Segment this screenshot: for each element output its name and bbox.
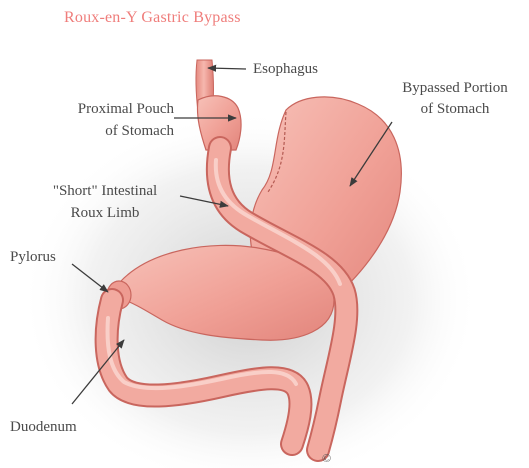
- copyright-mark: ©: [322, 451, 331, 466]
- arrow-esophagus: [208, 68, 246, 69]
- label-roux-limb-line1: "Short" Intestinal: [30, 182, 180, 200]
- label-bypassed-stomach: Bypassed Portion of Stomach: [385, 79, 525, 118]
- label-roux-limb: "Short" Intestinal Roux Limb: [30, 182, 180, 222]
- label-esophagus: Esophagus: [253, 60, 318, 78]
- label-bypassed-line1: Bypassed Portion: [385, 79, 525, 97]
- label-duodenum: Duodenum: [10, 418, 77, 436]
- label-proximal-pouch-line2: of Stomach: [44, 122, 174, 140]
- label-roux-limb-line2: Roux Limb: [30, 204, 180, 222]
- label-proximal-pouch-line1: Proximal Pouch: [44, 100, 174, 118]
- label-bypassed-line2: of Stomach: [385, 100, 525, 118]
- label-proximal-pouch: Proximal Pouch of Stomach: [44, 100, 174, 140]
- label-pylorus: Pylorus: [10, 248, 56, 266]
